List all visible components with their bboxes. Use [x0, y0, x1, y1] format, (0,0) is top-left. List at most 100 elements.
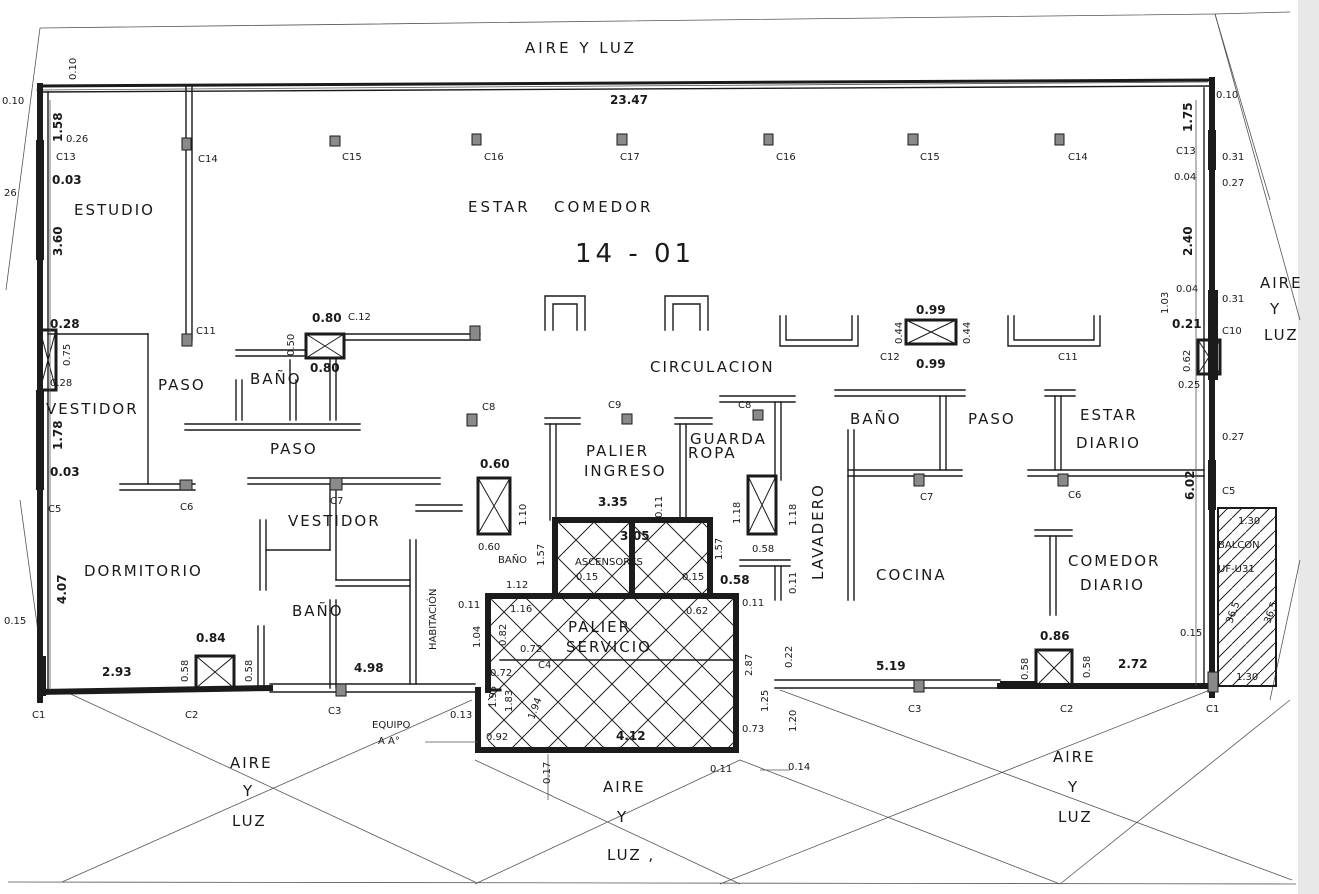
col-c11b: C11 — [1058, 352, 1078, 363]
dimension-label: 0.60 — [480, 457, 510, 471]
dimension-label: 0.62 — [686, 606, 708, 617]
dimension-label: 0.11 — [788, 572, 799, 594]
room-comedor-diario-2: DIARIO — [1080, 576, 1145, 594]
dimension-label: 0.13 — [450, 710, 472, 721]
dimension-label: 0.80 — [312, 311, 342, 325]
room-bano-right: BAÑO — [850, 409, 902, 428]
col-c14a: C14 — [198, 154, 218, 165]
dimension-label: 1.03 — [1160, 292, 1171, 314]
shaft-comedor — [1034, 648, 1074, 688]
aire-bottom-left: AIRE — [230, 754, 273, 772]
dimension-label: 3.05 — [620, 529, 650, 543]
dimension-label: 0.11 — [710, 764, 732, 775]
dimension-label: 1.12 — [506, 580, 528, 591]
dimension-label: 0.28 — [50, 378, 72, 389]
dimension-label: 3.60 — [51, 226, 65, 256]
room-estudio: ESTUDIO — [74, 201, 155, 219]
y-bottom-center: Y — [616, 808, 628, 826]
col-c6b: C6 — [1068, 490, 1081, 501]
room-guarda-ropa-1: GUARDA — [690, 430, 767, 448]
dimension-lines — [49, 100, 1197, 800]
dimension-label: 2.72 — [1118, 657, 1148, 671]
col-c14b: C14 — [1068, 152, 1088, 163]
col-c8b: C8 — [738, 400, 751, 411]
room-bano-small: BAÑO — [250, 369, 302, 388]
dimension-label: 0.99 — [916, 357, 946, 371]
dimension-label: 4.07 — [55, 574, 69, 604]
room-palier-ingreso-1: PALIER — [586, 442, 649, 460]
dimension-label: 0.21 — [1172, 317, 1202, 331]
aire-bottom-center: AIRE — [603, 778, 646, 796]
room-estar-diario-2: DIARIO — [1076, 434, 1141, 452]
dimension-label: 26 — [4, 188, 17, 199]
wall-blocks — [36, 130, 1218, 696]
dimension-label: 0.58 — [1020, 658, 1031, 680]
dimension-label: 0.72 — [490, 668, 512, 679]
col-c10: C10 — [1222, 326, 1242, 337]
dimension-label: 1.25 — [760, 690, 771, 712]
dimension-labels: 23.47 0.10 0.10 0.10 0.26 1.58 0.03 3.60… — [2, 58, 1280, 784]
dimension-label: 0.62 — [1182, 350, 1193, 372]
col-c8a: C8 — [482, 402, 495, 413]
dimension-label: 0.11 — [742, 598, 764, 609]
dimension-label: 2.87 — [744, 654, 755, 676]
room-bano-mid: BAÑO — [498, 553, 527, 566]
room-comedor-diario-1: COMEDOR — [1068, 552, 1160, 570]
dimension-label: 0.99 — [916, 303, 946, 317]
room-estar-diario-1: ESTAR — [1080, 406, 1138, 424]
room-labels: 14 - 01 ESTAR COMEDOR ESTUDIO CIRCULACIO… — [46, 198, 1260, 747]
dimension-label: 0.58 — [1082, 656, 1093, 678]
dimension-label: 1.18 — [788, 504, 799, 526]
dimension-label: 1.10 — [518, 504, 529, 526]
dimension-label: 0.72 — [520, 644, 542, 655]
dimension-label: 0.27 — [1222, 432, 1244, 443]
dimension-label: 0.58 — [752, 544, 774, 555]
dimension-label: 0.75 — [62, 344, 73, 366]
dimension-label: 0.44 — [894, 322, 905, 344]
col-c5a: C5 — [48, 504, 61, 515]
dimension-label: 0.15 — [1180, 628, 1202, 639]
room-cocina: COCINA — [876, 566, 947, 584]
dimension-label: 1.75 — [1181, 102, 1195, 132]
dimension-label: 0.14 — [788, 762, 810, 773]
dimension-label: 5.19 — [876, 659, 906, 673]
dimension-label: 1.04 — [472, 626, 483, 648]
room-vestidor-center: VESTIDOR — [288, 512, 381, 530]
structural-columns — [179, 133, 1219, 697]
dimension-label: 0.25 — [1178, 380, 1200, 391]
dimension-label: 0.92 — [486, 732, 508, 743]
dimension-label: 0.10 — [2, 96, 24, 107]
y-bottom-left: Y — [242, 782, 254, 800]
room-palier-servicio-1: PALIER — [568, 618, 631, 636]
col-c15b: C15 — [920, 152, 940, 163]
col-c7a: C7 — [330, 496, 343, 507]
room-estar-comedor: ESTAR COMEDOR — [468, 198, 653, 216]
dimension-label: 1.57 — [714, 538, 725, 560]
luz-right: LUZ — [1264, 326, 1299, 344]
col-c13a: C13 — [56, 152, 76, 163]
room-circulacion: CIRCULACION — [650, 358, 775, 376]
balcony-hatch — [1217, 507, 1277, 687]
dimension-label: 1.78 — [51, 420, 65, 450]
room-paso-center: PASO — [270, 440, 318, 458]
y-right: Y — [1269, 300, 1281, 318]
dim-total-width: 23.47 — [610, 93, 648, 107]
room-paso-right: PASO — [968, 410, 1016, 428]
dimension-label: 1.30 — [1236, 672, 1258, 683]
column-labels: C14 C15 C16 C17 C16 C15 C14 C13 C13 C11 … — [32, 146, 1242, 721]
dimension-label: 0.15 — [4, 616, 26, 627]
col-c15a: C15 — [342, 152, 362, 163]
label-equipo: EQUIPO — [372, 720, 410, 731]
dimension-label: 1.30 — [1238, 516, 1260, 527]
dimension-label: 0.03 — [52, 173, 82, 187]
dimension-label: 1.83 — [504, 690, 515, 712]
dimension-label: 1.57 — [536, 544, 547, 566]
col-c1b: C1 — [1206, 704, 1219, 715]
dimension-label: 1.16 — [510, 604, 532, 615]
dimension-label: 0.27 — [1222, 178, 1244, 189]
dimension-label: 4.98 — [354, 661, 384, 675]
shaft-left-wall — [38, 328, 58, 392]
dimension-label: 0.84 — [196, 631, 226, 645]
dimension-label: 0.15 — [576, 572, 598, 583]
